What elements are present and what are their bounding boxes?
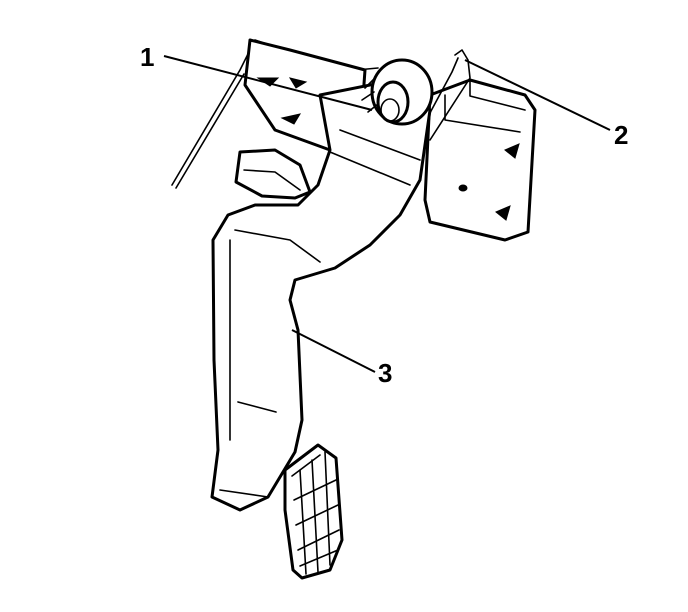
pedal-arm bbox=[210, 78, 432, 512]
leader-2 bbox=[464, 59, 611, 131]
mounting-bracket bbox=[423, 78, 537, 242]
pivot-bushing bbox=[361, 58, 434, 126]
pedal-pad bbox=[283, 443, 344, 580]
callout-1: 1 bbox=[140, 42, 154, 72]
leader-1 bbox=[163, 55, 373, 111]
stop-bumper bbox=[234, 148, 312, 200]
callout-2: 2 bbox=[614, 120, 628, 150]
leader-3 bbox=[291, 329, 376, 373]
callout-3: 3 bbox=[378, 358, 392, 388]
